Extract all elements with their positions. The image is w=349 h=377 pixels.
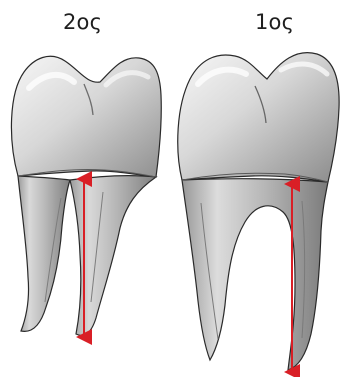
first-molar-root [182,179,328,370]
second-molar-tooth [11,56,161,335]
second-molar-root-distal [70,176,156,336]
first-molar-tooth [178,53,339,370]
first-molar-crown [178,53,339,182]
second-molar-root-mesial [18,176,70,331]
